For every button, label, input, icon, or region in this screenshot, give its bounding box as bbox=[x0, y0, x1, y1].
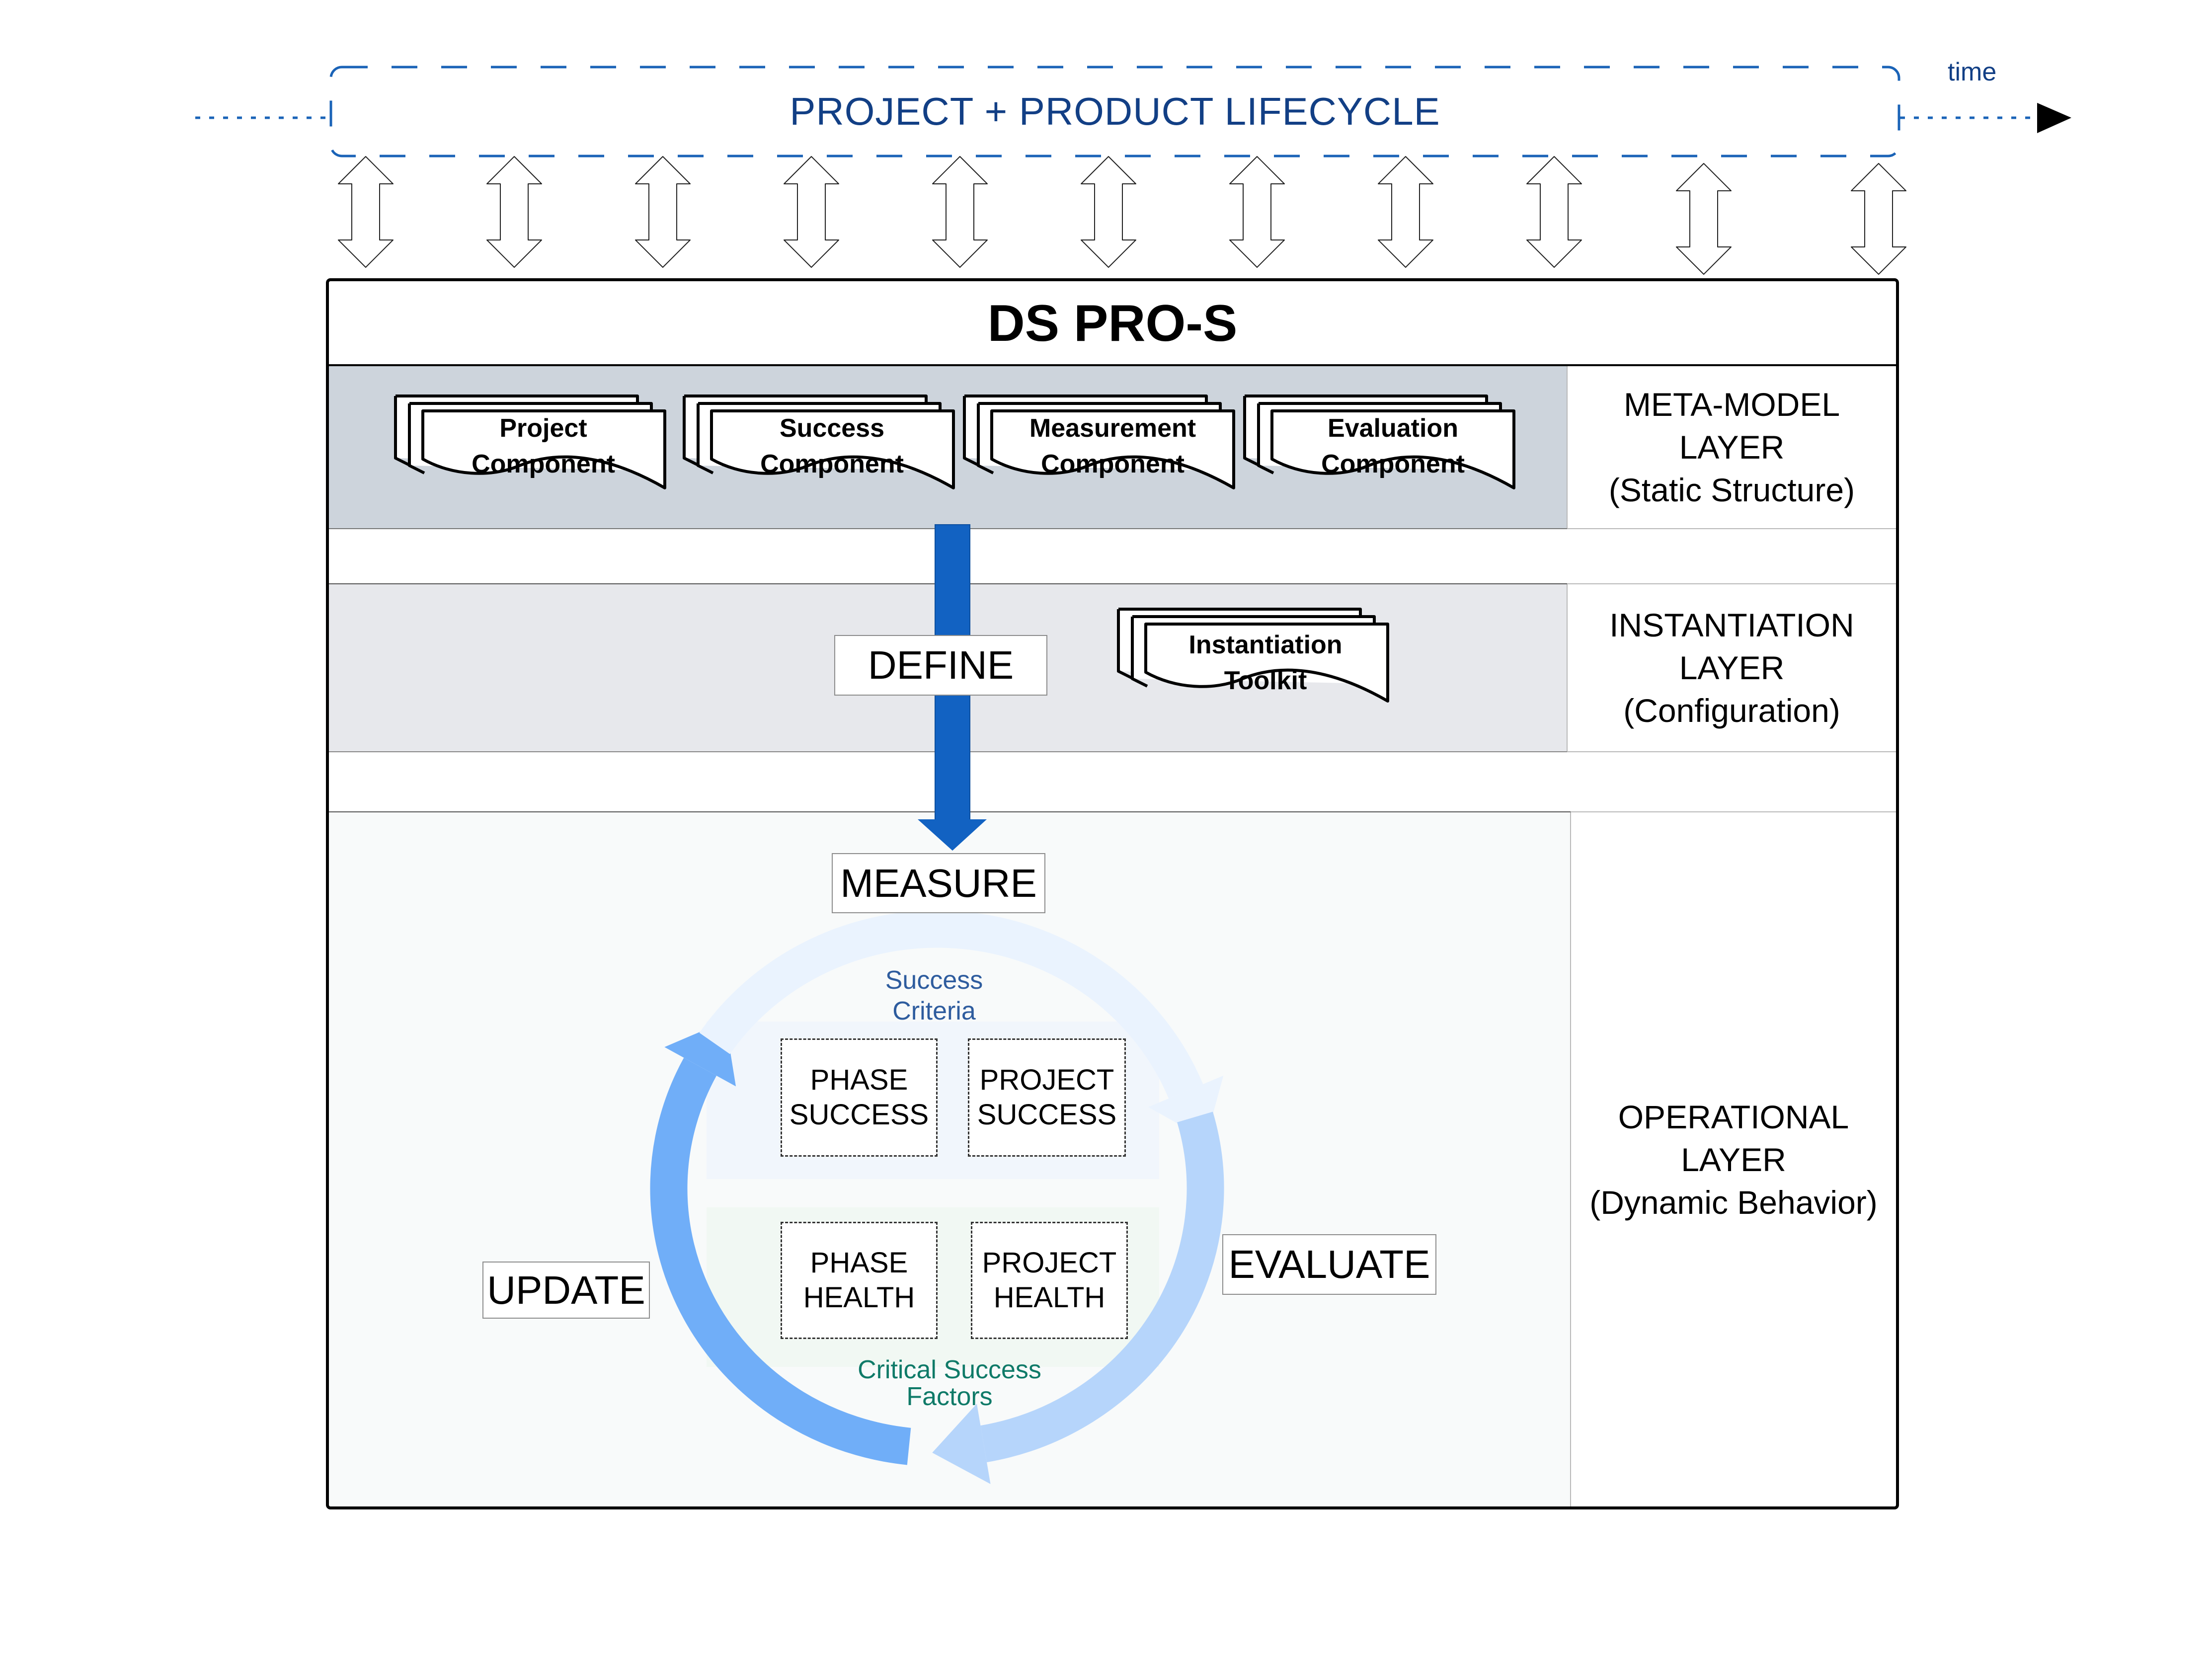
operational-label-cell bbox=[1570, 811, 1897, 1507]
success-component-icon bbox=[683, 395, 955, 489]
component-label-line2: Component bbox=[1041, 450, 1185, 478]
state-line1: PHASE bbox=[810, 1064, 908, 1096]
double-arrow-icon bbox=[338, 156, 394, 268]
success-criteria-line1: Success bbox=[885, 966, 983, 995]
csf-line2: Factors bbox=[906, 1382, 993, 1411]
lifecycle-connectors bbox=[338, 156, 1906, 275]
operational-layer-label: OPERATIONAL LAYER (Dynamic Behavior) bbox=[1571, 812, 1896, 1507]
component-label-line1: Evaluation bbox=[1328, 414, 1458, 443]
component-label-line2: Component bbox=[760, 450, 904, 478]
layer-subtitle: (Configuration) bbox=[1623, 692, 1840, 729]
layer-name: INSTANTIATION bbox=[1609, 607, 1854, 643]
csf-line1: Critical Success bbox=[858, 1355, 1041, 1384]
define-box[interactable]: DEFINE bbox=[834, 635, 1047, 696]
layer-word: LAYER bbox=[1681, 1141, 1786, 1178]
time-axis-label: time bbox=[1948, 58, 1997, 86]
doc-sheet-front bbox=[710, 409, 955, 489]
layer-subtitle: (Static Structure) bbox=[1608, 471, 1855, 508]
component-label-line2: Component bbox=[1321, 450, 1465, 478]
success-component[interactable]: Success Component bbox=[711, 410, 953, 482]
lifecycle-title: PROJECT + PRODUCT LIFECYCLE bbox=[790, 89, 1440, 133]
toolkit-label-line2: Toolkit bbox=[1224, 666, 1307, 695]
state-line1: PHASE bbox=[810, 1247, 908, 1279]
define-arrowhead-icon bbox=[918, 819, 987, 851]
evaluation-component-icon bbox=[1243, 395, 1515, 489]
measurement-component-icon bbox=[963, 395, 1235, 489]
double-arrow-icon bbox=[932, 156, 988, 268]
instantiation-toolkit[interactable]: Instantiation Toolkit bbox=[1144, 627, 1387, 699]
double-arrow-icon bbox=[1081, 156, 1136, 268]
double-arrow-icon bbox=[1851, 163, 1906, 275]
layer-word: LAYER bbox=[1679, 428, 1785, 466]
ring-arc-measure bbox=[699, 910, 1203, 1099]
state-line2: SUCCESS bbox=[977, 1099, 1117, 1131]
double-arrow-icon bbox=[1676, 163, 1732, 275]
measurement-component[interactable]: Measurement Component bbox=[992, 410, 1234, 482]
ring-arrowhead-left-icon bbox=[932, 1404, 991, 1484]
layer-word: LAYER bbox=[1679, 649, 1785, 686]
phase-success-box[interactable]: PHASE SUCCESS bbox=[781, 1038, 938, 1157]
layer-name: META-MODEL bbox=[1623, 386, 1840, 423]
success-criteria-label: Success Criteria bbox=[835, 965, 1033, 1027]
cycle-ring bbox=[650, 910, 1224, 1484]
state-line2: HEALTH bbox=[993, 1281, 1106, 1314]
component-label-line2: Component bbox=[472, 450, 615, 478]
double-arrow-icon bbox=[1378, 156, 1433, 268]
ring-arc-evaluate bbox=[980, 1111, 1224, 1463]
measure-box[interactable]: MEASURE bbox=[832, 853, 1045, 913]
doc-sheet-front bbox=[421, 409, 666, 489]
success-criteria-line2: Criteria bbox=[892, 997, 976, 1026]
csf-label: Critical Success Factors bbox=[825, 1356, 1074, 1410]
double-arrow-icon bbox=[1526, 156, 1582, 268]
framework-border bbox=[326, 278, 1899, 1509]
update-box[interactable]: UPDATE bbox=[482, 1262, 650, 1319]
state-line1: PROJECT bbox=[982, 1247, 1117, 1279]
meta-model-label-cell bbox=[1567, 365, 1897, 529]
meta-component-stacks bbox=[394, 395, 1515, 489]
phase-health-box[interactable]: PHASE HEALTH bbox=[781, 1222, 938, 1339]
ring-arc-update bbox=[650, 1057, 911, 1465]
project-component-icon bbox=[394, 395, 666, 489]
instantiation-toolkit-stack bbox=[1117, 608, 1389, 703]
instantiation-layer-label: INSTANTIATION LAYER (Configuration) bbox=[1567, 584, 1896, 752]
doc-sheet-front bbox=[1144, 623, 1389, 703]
lifecycle-dashed-box bbox=[329, 66, 1900, 158]
component-label-line1: Success bbox=[779, 414, 885, 443]
layer-name: OPERATIONAL bbox=[1618, 1098, 1849, 1135]
state-line2: SUCCESS bbox=[789, 1099, 929, 1131]
double-arrow-icon bbox=[486, 156, 542, 268]
evaluation-component[interactable]: Evaluation Component bbox=[1272, 410, 1514, 482]
project-success-box[interactable]: PROJECT SUCCESS bbox=[968, 1038, 1126, 1157]
state-line2: HEALTH bbox=[803, 1281, 915, 1314]
project-health-box[interactable]: PROJECT HEALTH bbox=[971, 1222, 1128, 1339]
toolkit-document-icon bbox=[1117, 608, 1389, 703]
component-label-line1: Project bbox=[499, 414, 587, 443]
double-arrow-icon bbox=[1229, 156, 1285, 268]
double-arrow-icon bbox=[784, 156, 839, 268]
meta-model-layer-label: META-MODEL LAYER (Static Structure) bbox=[1567, 365, 1896, 529]
doc-sheet-front bbox=[990, 409, 1235, 489]
project-component[interactable]: Project Component bbox=[422, 410, 664, 482]
doc-sheet-front bbox=[1270, 409, 1515, 489]
state-line1: PROJECT bbox=[979, 1064, 1114, 1096]
layer-subtitle: (Dynamic Behavior) bbox=[1589, 1184, 1878, 1221]
double-arrow-icon bbox=[635, 156, 691, 268]
time-arrowhead-icon bbox=[2037, 103, 2071, 133]
framework-title: DS PRO-S bbox=[987, 295, 1238, 352]
toolkit-label-line1: Instantiation bbox=[1188, 631, 1343, 659]
evaluate-box[interactable]: EVALUATE bbox=[1222, 1234, 1436, 1295]
component-label-line1: Measurement bbox=[1029, 414, 1196, 443]
